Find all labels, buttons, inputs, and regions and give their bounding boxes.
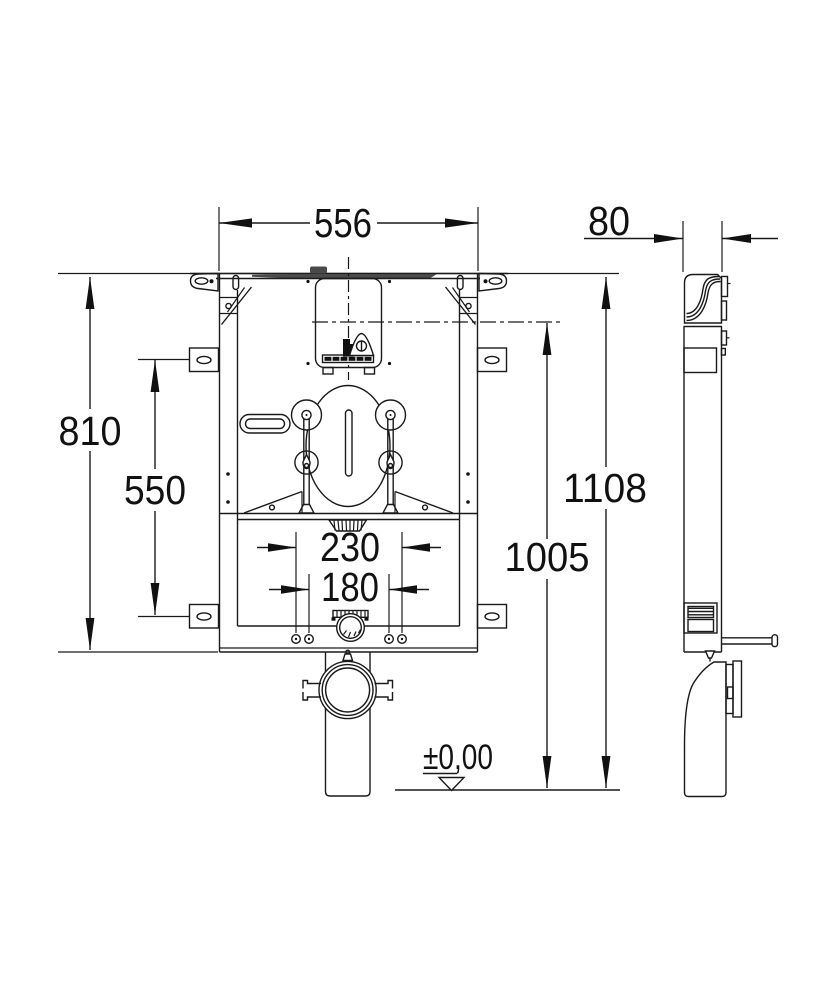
- ear-rivet-right: [483, 279, 488, 284]
- dim-label-1108: 1108: [563, 465, 647, 511]
- side-rear-tab: [720, 330, 728, 346]
- dim-label-80: 80: [588, 198, 630, 244]
- dim-label-180: 180: [321, 564, 379, 610]
- side-outlet-box: [683, 602, 718, 634]
- wall-bracket-lower-left: [188, 603, 220, 629]
- fixing-bolt: [384, 634, 395, 645]
- rod-grommet-mid-right: [378, 450, 403, 475]
- dim-frame-height: 810: [58, 277, 218, 653]
- mounting-rods: [290, 399, 407, 514]
- side-inspection-box: [683, 347, 718, 374]
- dim-width: 556: [218, 200, 479, 271]
- dim-label-1005: 1005: [505, 534, 590, 580]
- dim-label-230: 230: [320, 524, 380, 570]
- box-foot-right: [363, 366, 376, 375]
- wall-bracket-lower-right: [476, 603, 508, 629]
- fixing-bolt: [291, 634, 302, 645]
- side-rear-tab: [720, 300, 728, 321]
- drain-top-bolt: [342, 653, 354, 662]
- corner-brace-right: [444, 286, 477, 325]
- drain-outlet: [302, 649, 394, 797]
- gusset-right: [394, 490, 454, 514]
- drain-connector: [318, 660, 377, 720]
- dim-depth: 80: [584, 198, 778, 272]
- side-rear-tab: [720, 275, 729, 298]
- elbow-flange: [732, 660, 743, 718]
- gusset-left: [243, 490, 303, 514]
- top-slot-left: [232, 274, 240, 291]
- rod-foot-left: [297, 503, 316, 514]
- mounting-ear-left: [189, 272, 219, 292]
- floor-level-label: ±0,00: [423, 738, 493, 777]
- rail-rivet: [466, 472, 470, 476]
- ear-slot-left: [194, 277, 209, 285]
- datum-triangle: [437, 776, 466, 792]
- dim-flush-center-height: 1005: [312, 321, 590, 788]
- front-view: [188, 257, 508, 797]
- dim-bolt-span-outer: 230: [257, 524, 441, 633]
- drain-clip-right: [374, 679, 394, 689]
- dim-bracket-span: 550: [124, 358, 190, 618]
- cistern-top-tab: [310, 266, 327, 274]
- flush-pipe-template: [305, 384, 391, 508]
- drain-elbow: [683, 661, 727, 798]
- template-oval: [305, 384, 391, 508]
- floor-datum: ±0,00: [395, 738, 620, 792]
- rail-rivet: [466, 500, 470, 504]
- access-box-frame: [314, 277, 383, 369]
- rod-grommet-mid-left: [294, 450, 319, 475]
- corner-brace-left: [220, 286, 253, 325]
- template-center-slot: [344, 409, 353, 477]
- side-view: [683, 273, 779, 798]
- drain-clip-left: [302, 679, 321, 689]
- mid-deck: [219, 490, 478, 532]
- dim-bolt-span-inner: 180: [269, 564, 429, 633]
- bottom-rail: [219, 609, 478, 653]
- support-rod-cap: [771, 634, 779, 648]
- handle-slot: [239, 413, 291, 434]
- access-box: [306, 257, 392, 380]
- fixing-bolt: [304, 634, 315, 645]
- mounting-ear-right: [478, 272, 508, 292]
- dim-label-550: 550: [124, 467, 186, 513]
- top-slot-right: [456, 274, 464, 291]
- rod-foot-right: [381, 503, 400, 514]
- fixing-bolt: [397, 634, 408, 645]
- dim-label-810: 810: [59, 408, 122, 454]
- flush-pipe-opening: [336, 613, 366, 643]
- wall-bracket-upper-right: [476, 347, 508, 373]
- side-rear-tab: [720, 347, 726, 356]
- side-bolt: [704, 650, 716, 659]
- dim-total-height: 1108: [563, 277, 647, 788]
- box-foot-left: [322, 366, 334, 375]
- rail-rivet: [226, 472, 230, 476]
- frame-rails: [218, 273, 479, 652]
- rail-rivet: [226, 500, 230, 504]
- cistern-top-strip: [252, 274, 437, 279]
- ear-rivet-left: [209, 279, 214, 284]
- dim-label-556: 556: [314, 200, 372, 246]
- ear-slot-right: [488, 277, 503, 285]
- wall-bracket-upper-left: [188, 347, 220, 373]
- drain-leg: [324, 652, 371, 797]
